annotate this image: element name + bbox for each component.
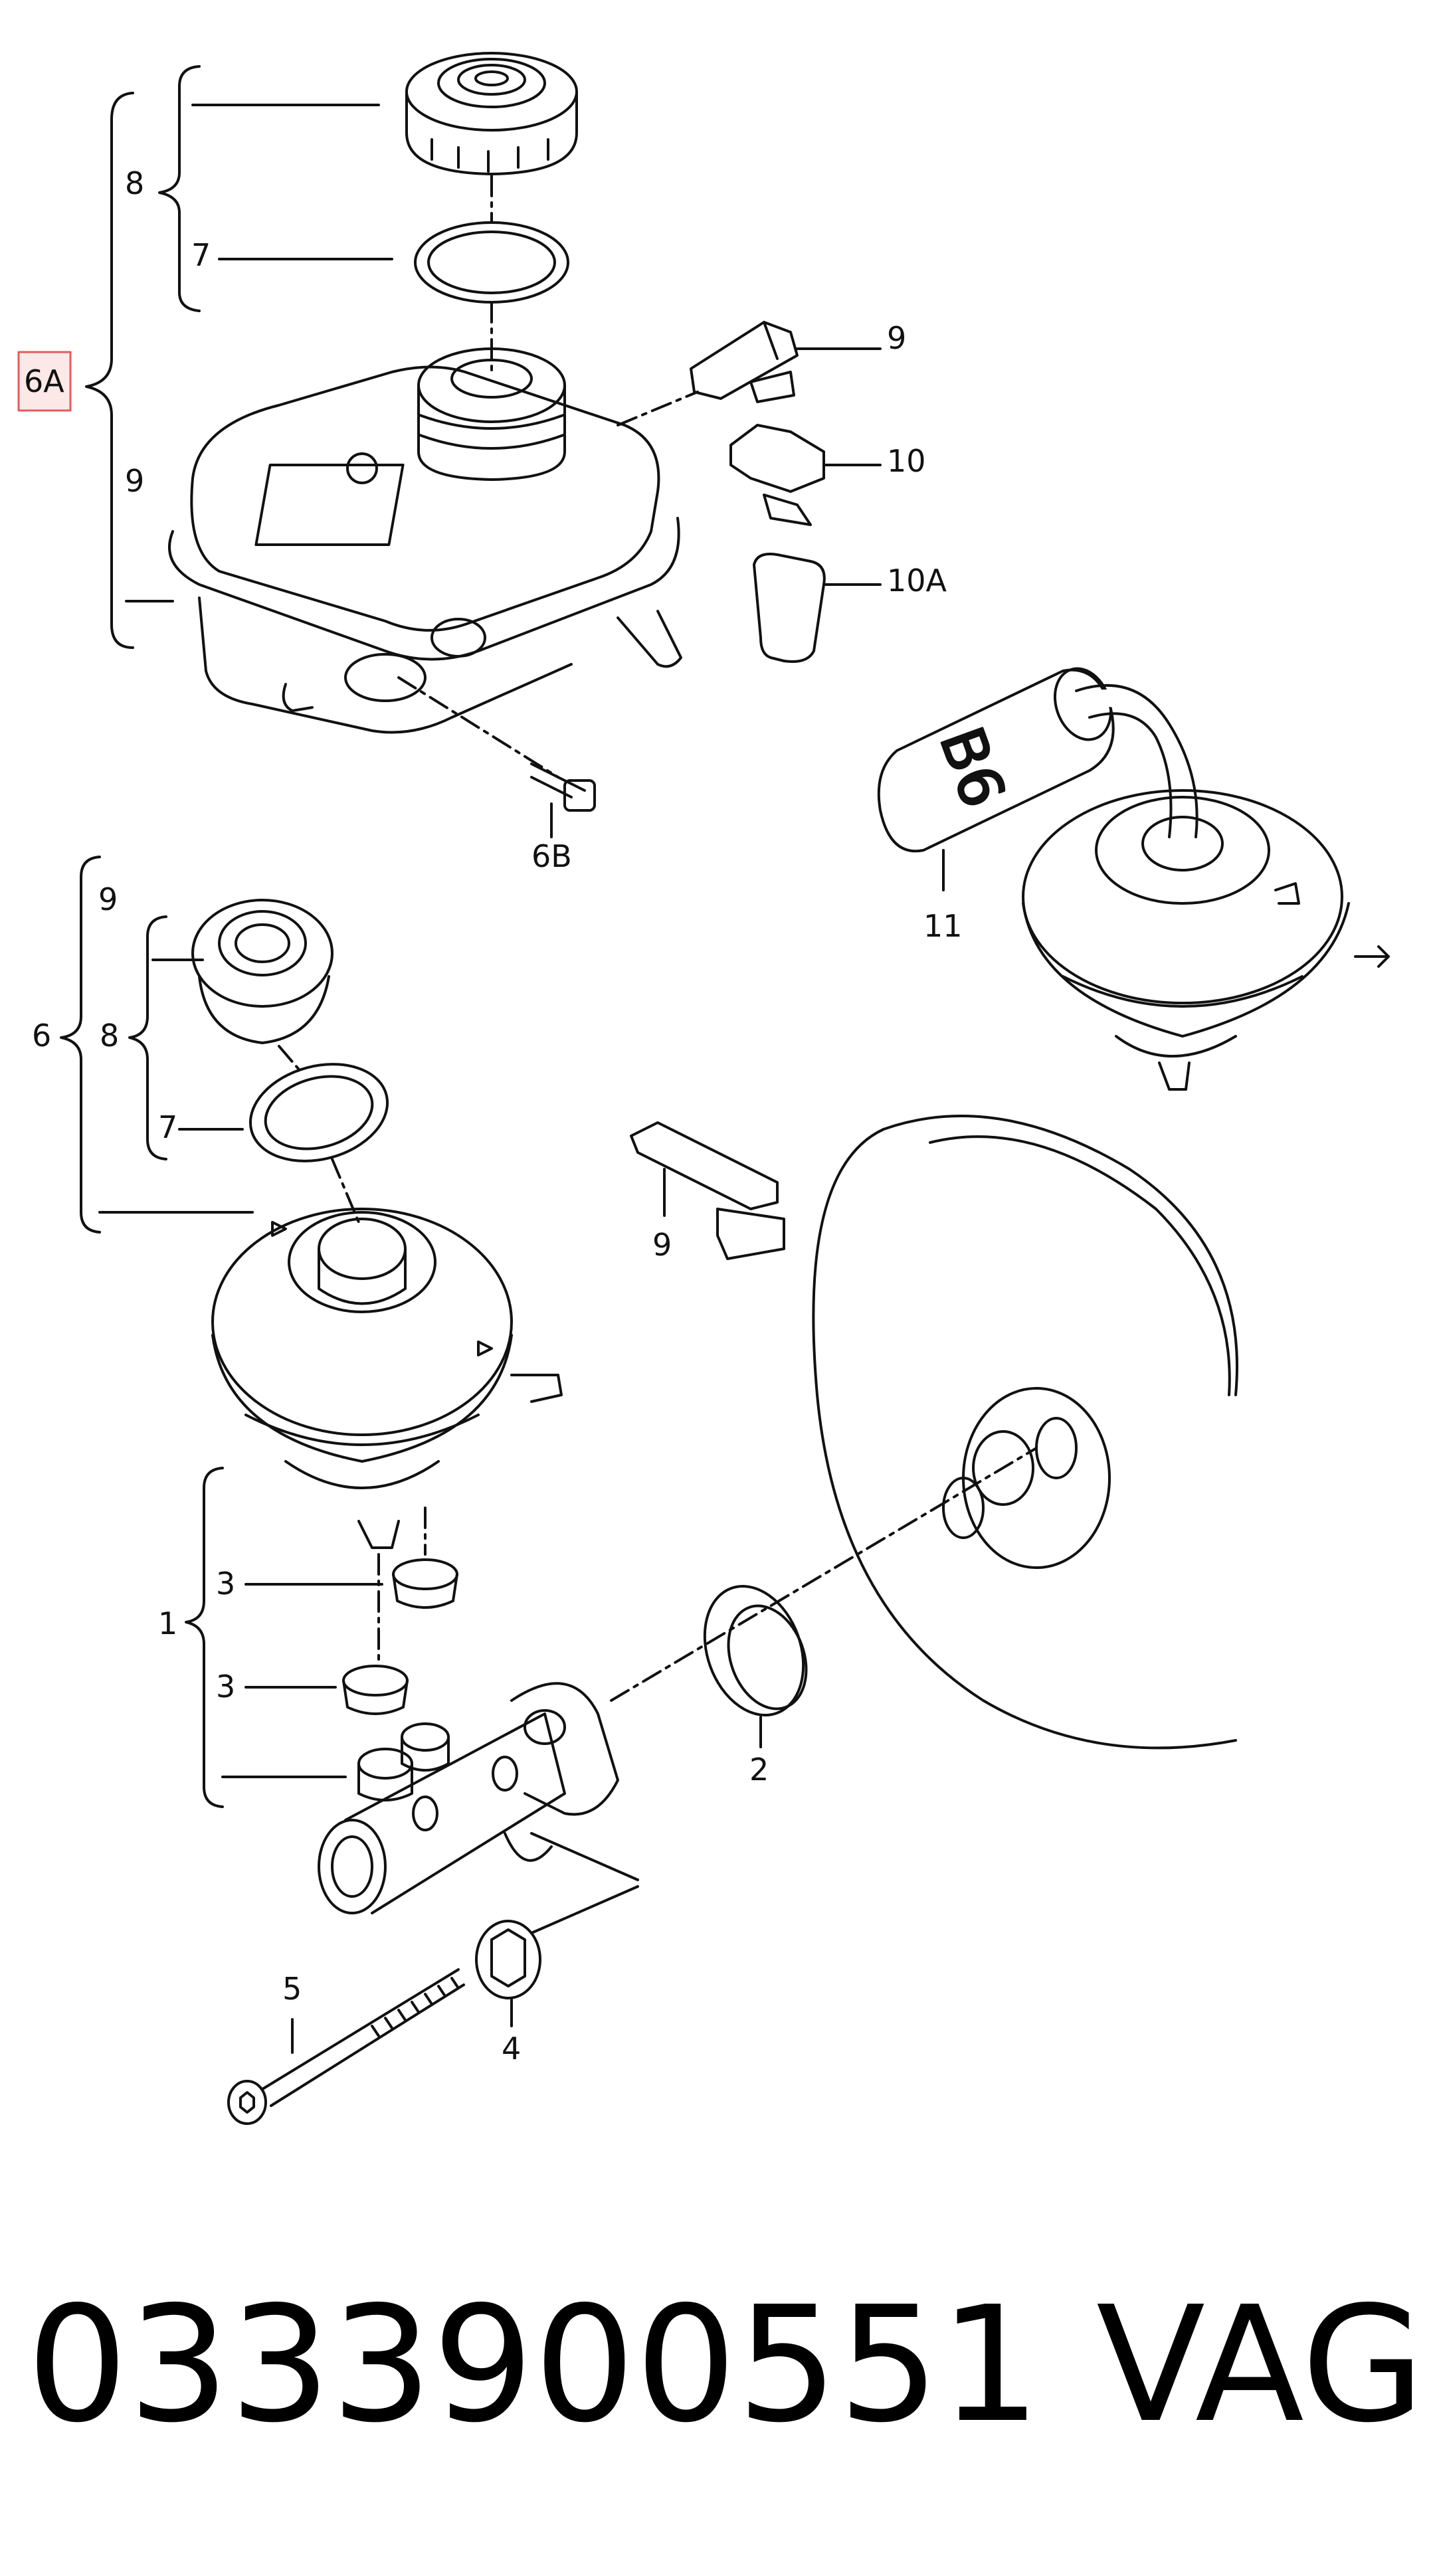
connector-9-middle xyxy=(630,1121,785,1260)
label-1: 1 xyxy=(158,1606,177,1641)
label-7-mid: 7 xyxy=(158,1109,177,1145)
label-9-mid-connector: 9 xyxy=(652,1227,672,1263)
brake-booster-small xyxy=(1022,789,1390,1091)
label-8-mid: 8 xyxy=(100,1018,119,1054)
level-sensor-10 xyxy=(729,424,825,526)
grommet-3-lower xyxy=(342,1665,409,1715)
brace-1 xyxy=(185,1467,224,1808)
label-5: 5 xyxy=(282,1971,302,2007)
connector-9-top xyxy=(690,321,799,403)
reservoir-cap-middle xyxy=(191,899,334,1044)
label-9-left: 9 xyxy=(125,463,144,499)
screw-6B xyxy=(530,763,596,812)
label-3-lower: 3 xyxy=(216,1669,235,1704)
reservoir-cap-top xyxy=(405,52,578,175)
seal-ring-2 xyxy=(703,1585,808,1716)
part-number-caption: 0333900551 VAG xyxy=(27,2272,1425,2458)
label-7-top: 7 xyxy=(191,237,211,273)
label-3-upper: 3 xyxy=(216,1566,235,1602)
brake-booster-large xyxy=(812,1115,1238,1750)
float-10A xyxy=(753,553,826,663)
label-6A: 6A xyxy=(24,363,64,399)
brace-8 xyxy=(158,65,201,312)
label-8-top: 8 xyxy=(125,165,144,201)
seal-ring-top xyxy=(414,221,569,304)
brand-name: VAG xyxy=(1096,2272,1425,2458)
brace-6 xyxy=(60,856,101,1234)
sensor-marking: B6 xyxy=(925,718,1018,816)
brace-6A xyxy=(85,92,134,649)
fluid-reservoir xyxy=(168,347,682,734)
label-11: 11 xyxy=(923,908,963,944)
brace-8-mid xyxy=(128,915,167,1160)
label-4: 4 xyxy=(502,2031,521,2067)
label-6B: 6B xyxy=(531,838,572,874)
bolt-5 xyxy=(227,1968,465,2125)
part-number: 0333900551 xyxy=(27,2272,1041,2458)
nut-4 xyxy=(475,1920,541,1999)
seal-ring-middle xyxy=(248,1063,389,1162)
master-cylinder xyxy=(318,1682,619,1914)
grommet-3-upper xyxy=(392,1558,458,1609)
label-10A: 10A xyxy=(887,563,947,598)
label-9-connector: 9 xyxy=(887,320,906,356)
label-6A-highlight xyxy=(17,351,72,412)
brake-booster-middle xyxy=(211,1208,563,1549)
vacuum-sensor-11 xyxy=(877,667,1198,853)
label-9-mid: 9 xyxy=(98,881,118,917)
label-6: 6 xyxy=(32,1018,51,1054)
label-10: 10 xyxy=(887,443,926,479)
label-2: 2 xyxy=(749,1752,769,1788)
